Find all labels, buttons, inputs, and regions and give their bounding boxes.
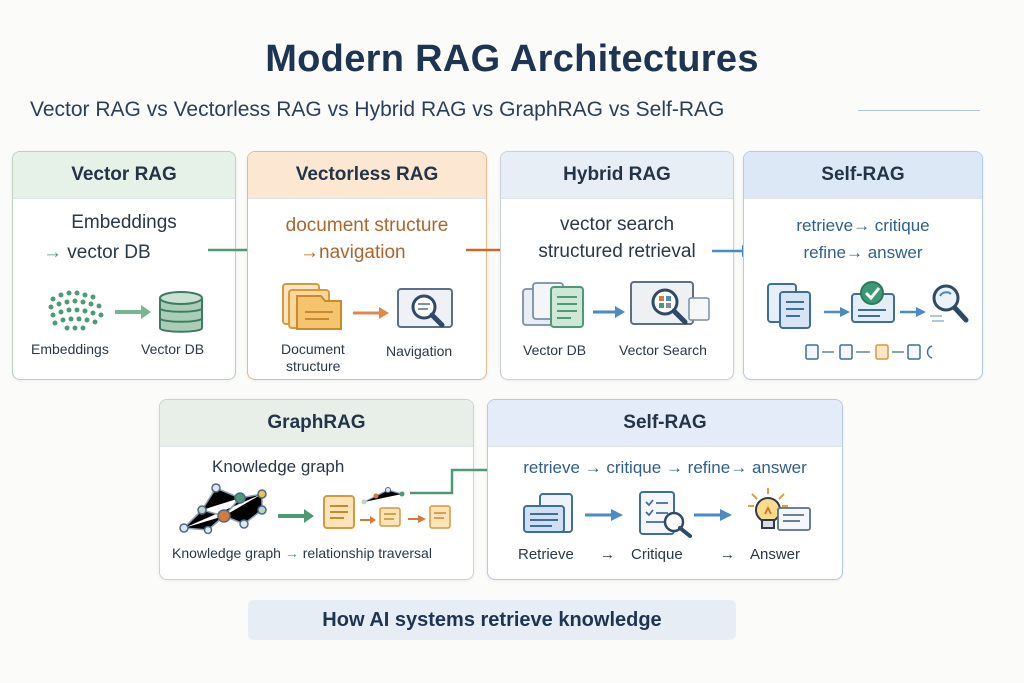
card-line-2: refine→ answer	[803, 243, 923, 262]
mini-graph-icon	[360, 487, 405, 527]
card-hybrid-rag: Hybrid RAG vector search structured retr…	[500, 151, 734, 380]
right-arrow-icon	[278, 509, 314, 523]
card-vectorless-rag: Vectorless RAG document structure →navig…	[247, 151, 487, 380]
right-arrow-icon	[593, 306, 625, 318]
document-icon	[429, 505, 451, 529]
card-self-rag-top: Self-RAG retrieve→ critique refine→ answ…	[743, 151, 983, 380]
card-graphrag: GraphRAG Knowledge graph Knowledg	[159, 399, 474, 580]
card-line-1: vector search	[559, 214, 675, 235]
card-title: Hybrid RAG	[501, 152, 733, 199]
right-arrow-icon	[900, 307, 926, 317]
card-vector-rag: Vector RAG Embeddings → vector DB Embedd…	[12, 151, 236, 380]
label-retrieve: Retrieve	[518, 546, 574, 563]
arrow-icon: →	[730, 458, 748, 477]
card-line-2: →navigation	[300, 242, 406, 263]
card-line-1: Embeddings	[71, 212, 177, 233]
steps-line: retrieve → critique → refine→ answer	[523, 458, 807, 477]
label-document: Document	[281, 341, 345, 357]
search-screen-icon	[630, 281, 710, 325]
arrow-icon: →	[600, 546, 615, 563]
label-embeddings: Embeddings	[31, 341, 109, 357]
card-self-rag-bottom: Self-RAG retrieve → critique → refine→ a…	[487, 399, 843, 580]
subtitle-divider	[858, 110, 980, 111]
right-arrow-icon	[585, 509, 623, 521]
right-arrow-icon	[694, 509, 732, 521]
label-vector-search: Vector Search	[619, 342, 707, 358]
card-line-2: structured retrieval	[538, 241, 696, 262]
card-title: Self-RAG	[744, 152, 982, 199]
arrow-icon: →	[43, 242, 62, 263]
critique-icon	[639, 491, 692, 538]
arrow-icon: →	[584, 458, 602, 477]
document-folder-icon	[282, 283, 342, 330]
magnifier-icon	[397, 288, 453, 328]
embeddings-dots-icon	[48, 290, 104, 331]
documents-icon	[522, 282, 584, 328]
right-arrow-icon	[115, 305, 151, 319]
page-subtitle: Vector RAG vs Vectorless RAG vs Hybrid R…	[30, 98, 725, 121]
check-icon	[851, 281, 895, 323]
card-title: Vectorless RAG	[248, 152, 486, 199]
documents-icon	[767, 283, 811, 329]
right-arrow-icon	[353, 307, 389, 319]
label-navigation: Navigation	[386, 343, 453, 359]
arrow-icon: →	[300, 242, 319, 263]
arrow-icon: →	[853, 216, 875, 235]
label-kg-flow: Knowledge graph → relationship traversal	[172, 545, 432, 561]
knowledge-graph-icon	[179, 483, 267, 535]
arrow-icon: →	[720, 546, 735, 563]
database-icon	[159, 291, 203, 333]
right-arrow-icon	[824, 307, 850, 317]
label-vector-db: Vector DB	[141, 341, 205, 357]
footer-banner: How AI systems retrieve knowledge	[248, 600, 736, 640]
document-icon	[323, 495, 355, 529]
arrow-icon: →	[845, 243, 868, 262]
card-line-1: document structure	[285, 215, 449, 236]
magnifier-icon	[930, 284, 969, 323]
lightbulb-icon	[748, 488, 811, 531]
card-line-2: → vector DB	[43, 242, 151, 263]
label-structure: structure	[286, 358, 341, 374]
label-answer: Answer	[750, 546, 801, 563]
label-critique: Critique	[631, 546, 683, 563]
retrieve-icon	[523, 493, 573, 533]
card-title: GraphRAG	[160, 400, 473, 447]
right-arrow-icon	[408, 515, 426, 523]
mini-flow-icon	[805, 344, 933, 360]
card-line-1: Knowledge graph	[212, 457, 345, 476]
arrow-icon: →	[284, 545, 299, 561]
page-title: Modern RAG Architectures	[265, 38, 759, 80]
arrow-icon: →	[665, 458, 683, 477]
card-line-1: retrieve→ critique	[796, 216, 930, 235]
label-vector-db: Vector DB	[523, 342, 587, 358]
card-title: Self-RAG	[488, 400, 842, 447]
card-title: Vector RAG	[13, 152, 235, 199]
